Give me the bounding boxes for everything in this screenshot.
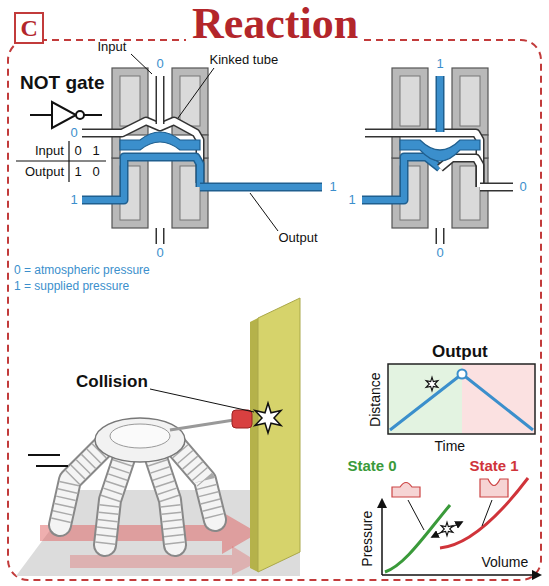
signal-value: 1: [71, 193, 78, 207]
signal-value: 0: [437, 246, 444, 260]
panel-letter: C: [21, 16, 38, 40]
signal-value: 0: [71, 126, 78, 140]
state-label: State 0: [348, 458, 397, 475]
signal-value: 1: [349, 193, 356, 207]
signal-value: 0: [157, 57, 164, 71]
state-label: State 1: [470, 458, 519, 475]
port-label: Input: [98, 40, 127, 54]
axis-label: Time: [435, 439, 466, 454]
port-label: Output: [279, 231, 318, 245]
legend-note: 1 = supplied pressure: [14, 280, 129, 293]
panel-letter-box: C: [14, 12, 44, 44]
table-cell: 1: [93, 144, 100, 158]
axis-label: Pressure: [360, 510, 375, 566]
table-cell: 1: [75, 165, 82, 179]
table-header: Output: [25, 165, 64, 179]
gate-title: NOT gate: [20, 73, 104, 94]
table-cell: 0: [93, 165, 100, 179]
legend-note: 0 = atmospheric pressure: [14, 264, 150, 277]
part-label: Kinked tube: [210, 53, 279, 67]
panel-title: Reaction: [186, 0, 364, 48]
table-header: Input: [35, 144, 64, 158]
axis-label: Volume: [482, 555, 529, 570]
signal-value: 1: [437, 57, 444, 71]
signal-value: 0: [157, 246, 164, 260]
table-cell: 0: [75, 144, 82, 158]
callout-label: Collision: [76, 373, 148, 392]
signal-value: 0: [520, 180, 527, 194]
axis-label: Distance: [368, 372, 383, 426]
chart-title: Output: [432, 343, 488, 362]
signal-value: 1: [330, 180, 337, 194]
